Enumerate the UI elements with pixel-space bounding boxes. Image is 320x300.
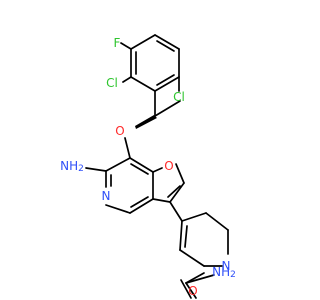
amine-label: NH2 — [60, 159, 84, 174]
ring-nitrogen-label: N — [222, 259, 231, 273]
pyridine-nitrogen-label: N — [102, 189, 111, 203]
ether-oxygen-label: O — [115, 124, 124, 138]
c-cl-bond-left — [122, 76, 132, 83]
fluorine-label: F — [114, 36, 121, 50]
molecule-diagram: F Cl Cl O O NH2 N N NH2 O — [60, 34, 236, 299]
carbonyl-oxygen-label: O — [188, 284, 197, 298]
carboxamide-group — [180, 272, 215, 299]
wedge-bond — [135, 115, 157, 129]
chlorine-label-right: Cl — [173, 90, 185, 104]
chlorine-label-left: Cl — [106, 76, 118, 90]
furan-oxygen-label: O — [164, 159, 173, 173]
tetrahydropyridine-ring — [169, 201, 229, 267]
structure-drawing: F Cl Cl O O NH2 N N NH2 O — [60, 34, 236, 299]
chiral-center — [135, 90, 181, 129]
c-f-bond — [120, 42, 132, 50]
phenyl-ring — [130, 34, 180, 92]
amide-nitrogen-label: NH2 — [212, 265, 236, 280]
furopyridine-core — [85, 137, 185, 214]
